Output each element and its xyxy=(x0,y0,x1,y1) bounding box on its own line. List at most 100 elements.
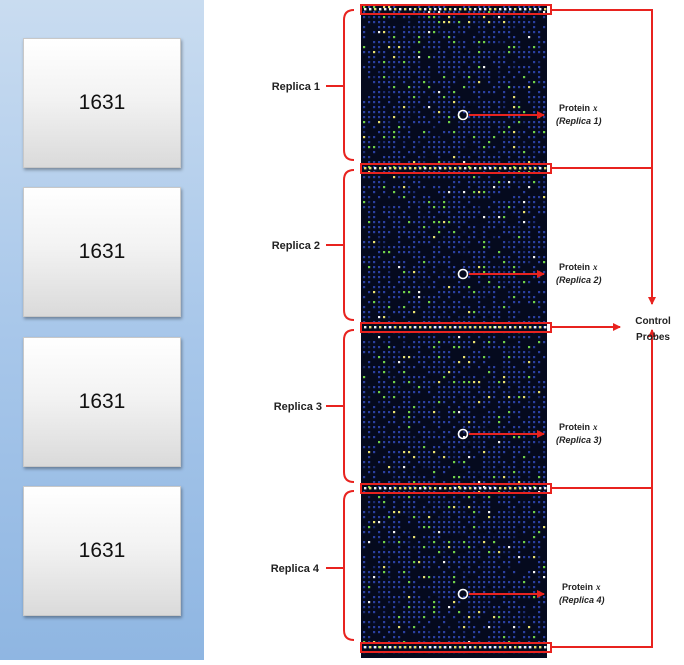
array-spot xyxy=(423,116,426,119)
array-spot xyxy=(483,606,486,609)
array-spot xyxy=(528,596,531,599)
array-spot xyxy=(498,611,501,614)
array-spot xyxy=(443,401,446,404)
array-spot xyxy=(493,311,496,314)
array-spot xyxy=(418,611,421,614)
array-spot xyxy=(418,521,421,524)
array-spot xyxy=(428,226,431,229)
array-spot xyxy=(503,516,506,519)
array-spot xyxy=(448,441,451,444)
array-spot xyxy=(383,551,386,554)
array-spot xyxy=(408,436,411,439)
array-spot xyxy=(463,401,466,404)
array-spot xyxy=(483,66,486,69)
array-spots xyxy=(363,6,547,654)
array-spot xyxy=(433,301,436,304)
array-spot xyxy=(503,371,506,374)
array-spot xyxy=(453,241,456,244)
array-spot xyxy=(473,561,476,564)
array-spot xyxy=(378,11,381,14)
array-spot xyxy=(393,71,396,74)
array-spot xyxy=(463,266,466,269)
array-spot xyxy=(488,146,491,149)
array-spot xyxy=(478,181,481,184)
array-spot xyxy=(458,441,461,444)
array-spot xyxy=(368,351,371,354)
array-spot xyxy=(383,446,386,449)
array-spot xyxy=(478,126,481,129)
array-spot xyxy=(483,296,486,299)
array-spot xyxy=(383,356,386,359)
array-spot xyxy=(468,251,471,254)
array-spot xyxy=(373,601,376,604)
array-spot xyxy=(523,201,526,204)
array-spot xyxy=(408,286,411,289)
array-spot xyxy=(483,581,486,584)
sidebar-card[interactable]: 1631 xyxy=(23,38,181,168)
array-spot xyxy=(408,346,411,349)
array-spot xyxy=(458,476,461,479)
array-spot xyxy=(368,246,371,249)
array-spot xyxy=(378,631,381,634)
array-spot xyxy=(498,271,501,274)
array-spot xyxy=(443,236,446,239)
array-spot xyxy=(463,286,466,289)
array-spot xyxy=(388,141,391,144)
bracket-replica-3 xyxy=(343,329,355,483)
array-spot xyxy=(393,26,396,29)
array-spot xyxy=(398,636,401,639)
array-spot xyxy=(538,151,541,154)
array-spot xyxy=(528,526,531,529)
array-spot xyxy=(488,636,491,639)
array-spot xyxy=(458,286,461,289)
array-spot xyxy=(413,11,416,14)
array-spot xyxy=(508,346,511,349)
array-spot xyxy=(493,526,496,529)
array-spot xyxy=(538,556,541,559)
array-spot xyxy=(433,591,436,594)
array-spot xyxy=(383,286,386,289)
array-spot xyxy=(403,466,406,469)
array-spot xyxy=(438,361,441,364)
sidebar-card[interactable]: 1631 xyxy=(23,337,181,467)
array-spot xyxy=(543,101,546,104)
array-spot xyxy=(393,621,396,624)
control-spot xyxy=(524,326,527,329)
array-spot xyxy=(393,581,396,584)
array-spot xyxy=(418,421,421,424)
array-spot xyxy=(438,616,441,619)
array-spot xyxy=(498,306,501,309)
array-spot xyxy=(458,346,461,349)
sidebar-card[interactable]: 1631 xyxy=(23,187,181,317)
array-spot xyxy=(428,136,431,139)
array-spot xyxy=(363,306,366,309)
sidebar-card[interactable]: 1631 xyxy=(23,486,181,616)
array-spot xyxy=(448,231,451,234)
array-spot xyxy=(518,471,521,474)
array-spot xyxy=(473,131,476,134)
array-spot xyxy=(488,561,491,564)
array-spot xyxy=(373,346,376,349)
array-spot xyxy=(513,621,516,624)
array-spot xyxy=(448,351,451,354)
array-spot xyxy=(508,546,511,549)
array-spot xyxy=(418,136,421,139)
array-spot xyxy=(378,16,381,19)
array-spot xyxy=(368,221,371,224)
array-spot xyxy=(483,316,486,319)
array-spot xyxy=(418,216,421,219)
array-spot xyxy=(408,86,411,89)
array-spot xyxy=(388,101,391,104)
array-spot xyxy=(368,111,371,114)
array-spot xyxy=(418,541,421,544)
array-spot xyxy=(373,16,376,19)
array-spot xyxy=(443,471,446,474)
array-spot xyxy=(433,606,436,609)
array-spot xyxy=(478,401,481,404)
array-spot xyxy=(483,561,486,564)
array-spot xyxy=(473,591,476,594)
array-spot xyxy=(368,506,371,509)
array-spot xyxy=(518,546,521,549)
connector-top xyxy=(551,9,653,300)
array-spot xyxy=(458,371,461,374)
